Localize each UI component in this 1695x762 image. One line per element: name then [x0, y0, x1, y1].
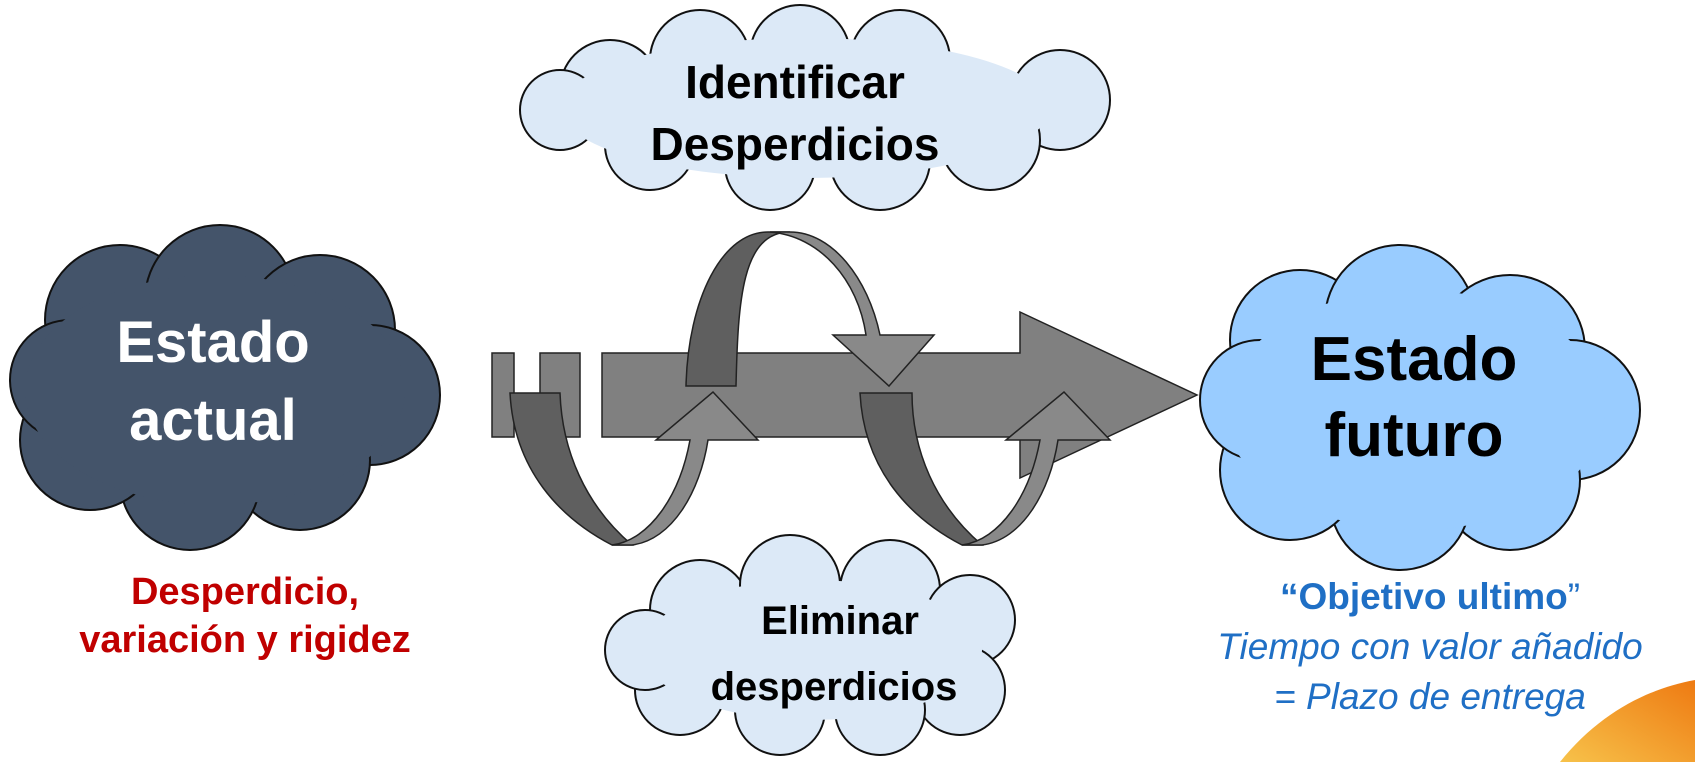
quote-close: ”: [1567, 576, 1581, 617]
eliminate-label-line1: Eliminar: [761, 599, 919, 643]
corner-accent-shape: [1560, 680, 1695, 762]
cloud-future-state: [1199, 244, 1641, 571]
future-state-caption-line2: Tiempo con valor añadido: [1217, 626, 1643, 667]
future-state-caption-line3: = Plazo de entrega: [1274, 676, 1586, 717]
cloud-eliminate-waste: [604, 534, 1016, 756]
current-state-caption: Desperdicio, variación y rigidez: [40, 568, 450, 664]
cloud-identify-waste: [519, 4, 1111, 211]
future-state-caption: “Objetivo ultimo” Tiempo con valor añadi…: [1180, 572, 1680, 722]
current-state-caption-line1: Desperdicio,: [130, 571, 360, 613]
cloud-current-state: [9, 224, 441, 551]
cycle-loops: [509, 231, 1112, 546]
future-state-label-line1: Estado: [1311, 325, 1518, 394]
current-state-label-line2: actual: [129, 388, 297, 453]
future-state-caption-title: Objetivo ultimo: [1298, 576, 1568, 617]
future-state-caption-title-row: “Objetivo ultimo”: [1180, 572, 1680, 622]
identify-label-line1: Identificar: [685, 56, 905, 108]
identify-label-line2: Desperdicios: [651, 118, 940, 170]
eliminate-label-line2: desperdicios: [711, 665, 958, 709]
current-state-caption-line2: variación y rigidez: [79, 619, 411, 661]
current-state-label-line1: Estado: [116, 310, 309, 375]
quote-open: “: [1279, 576, 1299, 617]
future-state-label-line2: futuro: [1324, 401, 1503, 470]
